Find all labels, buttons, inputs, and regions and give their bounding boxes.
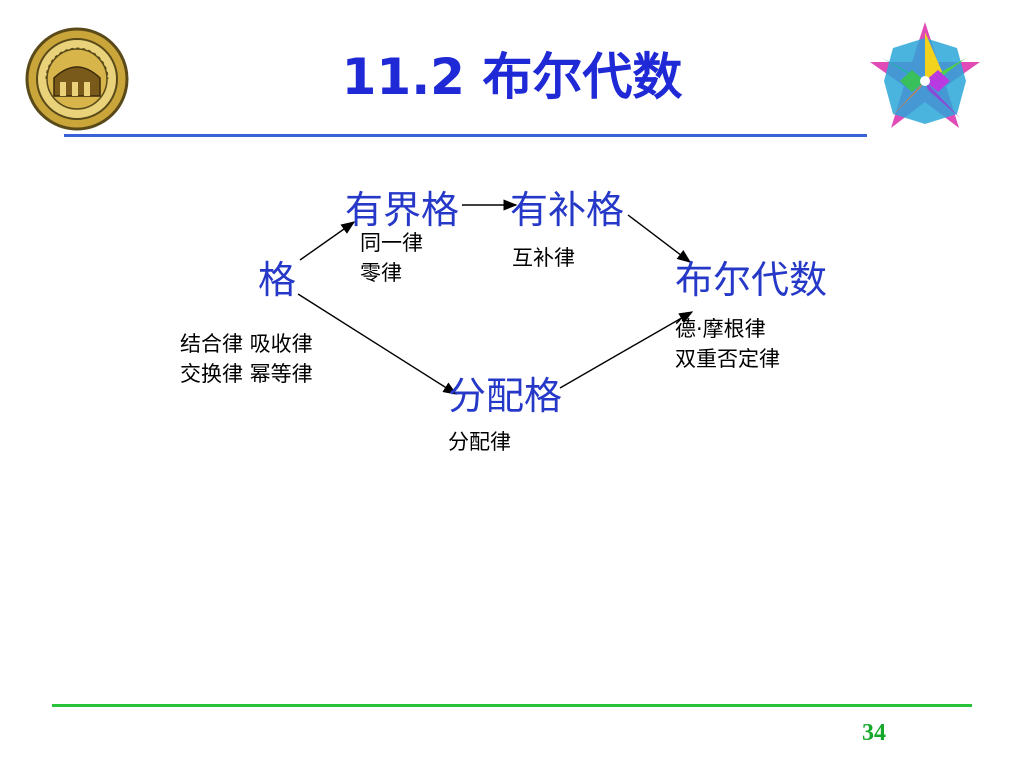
law-associative-absorption: 结合律 吸收律 — [180, 332, 313, 356]
title-underline — [64, 134, 867, 137]
node-complemented-lattice: 有补格 — [510, 188, 625, 232]
node-boolean-algebra: 布尔代数 — [675, 258, 828, 302]
footer-rule — [52, 704, 972, 707]
law-distributive: 分配律 — [448, 430, 511, 454]
node-bounded-lattice: 有界格 — [345, 188, 460, 232]
node-distributive-lattice: 分配格 — [448, 374, 563, 418]
page-title: 11.2 布尔代数 — [341, 48, 683, 106]
node-lattice: 格 — [258, 258, 297, 302]
law-identity: 同一律 — [360, 231, 423, 255]
edge-complemented-to-boolean — [627, 214, 692, 263]
university-seal-icon — [24, 26, 130, 136]
star-polyhedron-icon — [862, 18, 988, 148]
law-double-negation: 双重否定律 — [675, 347, 780, 371]
edge-lattice-to-bounded — [299, 221, 356, 261]
edge-distributive-to-boolean — [559, 311, 694, 389]
page-number: 34 — [862, 720, 886, 746]
law-commutative-idempotent: 交换律 幂等律 — [180, 362, 313, 386]
edge-lattice-to-distributive — [297, 293, 458, 395]
law-zero: 零律 — [360, 261, 402, 285]
law-de-morgan: 德·摩根律 — [675, 317, 766, 341]
law-complement: 互补律 — [512, 246, 575, 270]
